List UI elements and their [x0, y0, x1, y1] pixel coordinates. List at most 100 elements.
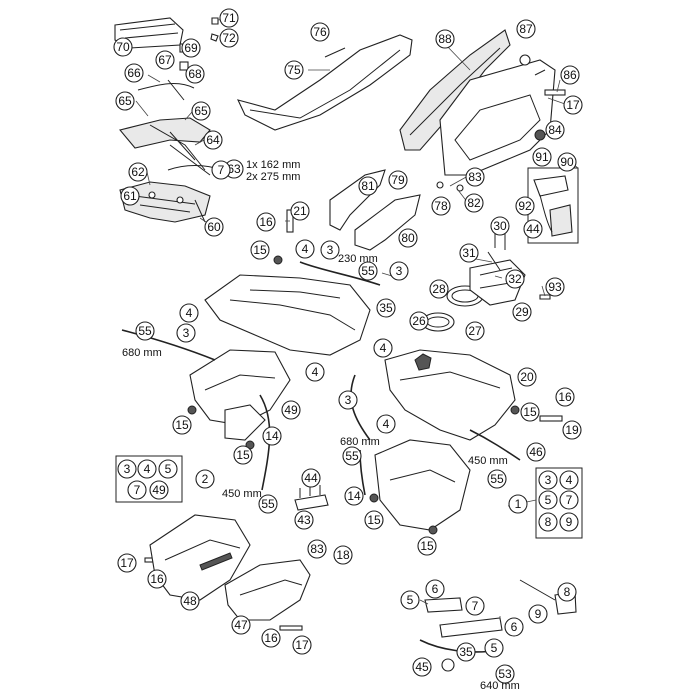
callout-circle — [425, 579, 445, 599]
callout-circle — [120, 186, 140, 206]
part-callout-9: 9 — [528, 604, 548, 624]
part-callout-90: 90 — [557, 152, 577, 172]
callout-number: 4 — [186, 306, 193, 320]
callout-circle — [231, 615, 251, 635]
tank-spacer — [187, 255, 520, 535]
callout-circle — [262, 426, 282, 446]
part-callout-71: 71 — [219, 8, 239, 28]
part-callout-60: 60 — [204, 217, 224, 237]
part-callout-16: 16 — [261, 628, 281, 648]
part-callout-84: 84 — [545, 120, 565, 140]
part-callout-18: 18 — [333, 545, 353, 565]
callout-circle — [195, 469, 215, 489]
callout-number: 49 — [152, 483, 166, 497]
part-callout-4: 4 — [179, 303, 199, 323]
callout-number: 90 — [560, 155, 574, 169]
part-callout-76: 76 — [310, 22, 330, 42]
fuel-tap-detail — [424, 579, 577, 672]
part-callout-8: 8 — [557, 582, 577, 602]
part-callout-45: 45 — [412, 657, 432, 677]
callout-circle — [398, 228, 418, 248]
part-callout-55: 55 — [342, 446, 362, 466]
callout-number: 35 — [459, 645, 473, 659]
part-callout-79: 79 — [388, 170, 408, 190]
callout-number: 7 — [134, 483, 141, 497]
callout-number: 20 — [520, 370, 534, 384]
callout-circle — [294, 510, 314, 530]
callout-circle — [560, 65, 580, 85]
callout-number: 16 — [259, 215, 273, 229]
callout-circle — [555, 387, 575, 407]
callout-circle — [181, 38, 201, 58]
part-callout-44: 44 — [301, 468, 321, 488]
callout-number: 6 — [432, 582, 439, 596]
callout-number: 43 — [297, 513, 311, 527]
callout-circle — [344, 486, 364, 506]
callout-number: 17 — [120, 556, 134, 570]
callout-circle — [517, 367, 537, 387]
callout-number: 76 — [313, 25, 327, 39]
callout-number: 15 — [420, 539, 434, 553]
part-callout-1: 1 — [508, 494, 528, 514]
part-callout-3: 3 — [176, 323, 196, 343]
callout-circle — [484, 638, 504, 658]
callout-circle — [342, 446, 362, 466]
part-callout-91: 91 — [532, 147, 552, 167]
box-left-callout-7: 7 — [127, 480, 147, 500]
callout-circle — [358, 261, 378, 281]
part-callout-62: 62 — [128, 162, 148, 182]
part-callout-55: 55 — [258, 494, 278, 514]
callout-number: 9 — [535, 607, 542, 621]
part-callout-20: 20 — [517, 367, 537, 387]
callout-circle — [191, 101, 211, 121]
callout-number: 15 — [175, 418, 189, 432]
callout-number: 19 — [565, 423, 579, 437]
part-callout-67: 67 — [155, 50, 175, 70]
callout-box-right — [535, 467, 583, 539]
part-callout-15: 15 — [250, 240, 270, 260]
part-callout-92: 92 — [515, 196, 535, 216]
callout-circle — [233, 445, 253, 465]
callout-circle — [292, 635, 312, 655]
callout-number: 78 — [434, 199, 448, 213]
callout-number: 17 — [295, 638, 309, 652]
callout-circle — [373, 338, 393, 358]
callout-circle — [409, 311, 429, 331]
part-callout-55: 55 — [358, 261, 378, 281]
callout-number: 88 — [438, 32, 452, 46]
box-right-callout-7: 7 — [559, 490, 579, 510]
callout-number: 91 — [535, 150, 549, 164]
callout-number: 3 — [345, 393, 352, 407]
callout-number: 31 — [462, 246, 476, 260]
callout-number: 5 — [165, 462, 172, 476]
callout-number: 6 — [511, 620, 518, 634]
part-callout-14: 14 — [262, 426, 282, 446]
callout-circle — [137, 459, 157, 479]
callout-circle — [305, 362, 325, 382]
part-callout-16: 16 — [256, 212, 276, 232]
length-note-hose-450-right: 450 mm — [468, 455, 508, 467]
callout-number: 83 — [310, 542, 324, 556]
callout-number: 5 — [545, 493, 552, 507]
callout-number: 83 — [468, 170, 482, 184]
callout-number: 32 — [508, 272, 522, 286]
callout-number: 67 — [158, 53, 172, 67]
length-note-hose-640: 640 mm — [480, 680, 520, 692]
callout-number: 4 — [566, 473, 573, 487]
part-callout-32: 32 — [505, 269, 525, 289]
part-callout-6: 6 — [504, 617, 524, 637]
callout-circle — [504, 617, 524, 637]
callout-circle — [307, 539, 327, 559]
callout-number: 44 — [526, 222, 540, 236]
callout-circle — [538, 490, 558, 510]
callout-circle — [219, 28, 239, 48]
callout-number: 92 — [518, 199, 532, 213]
callout-number: 16 — [150, 572, 164, 586]
length-note-seat-strip-b: 2x 275 mm — [246, 171, 300, 183]
box-left-callout-4: 4 — [137, 459, 157, 479]
callout-number: 16 — [264, 631, 278, 645]
part-callout-15: 15 — [417, 536, 437, 556]
callout-number: 30 — [493, 219, 507, 233]
part-callout-61: 61 — [120, 186, 140, 206]
callout-circle — [211, 160, 231, 180]
